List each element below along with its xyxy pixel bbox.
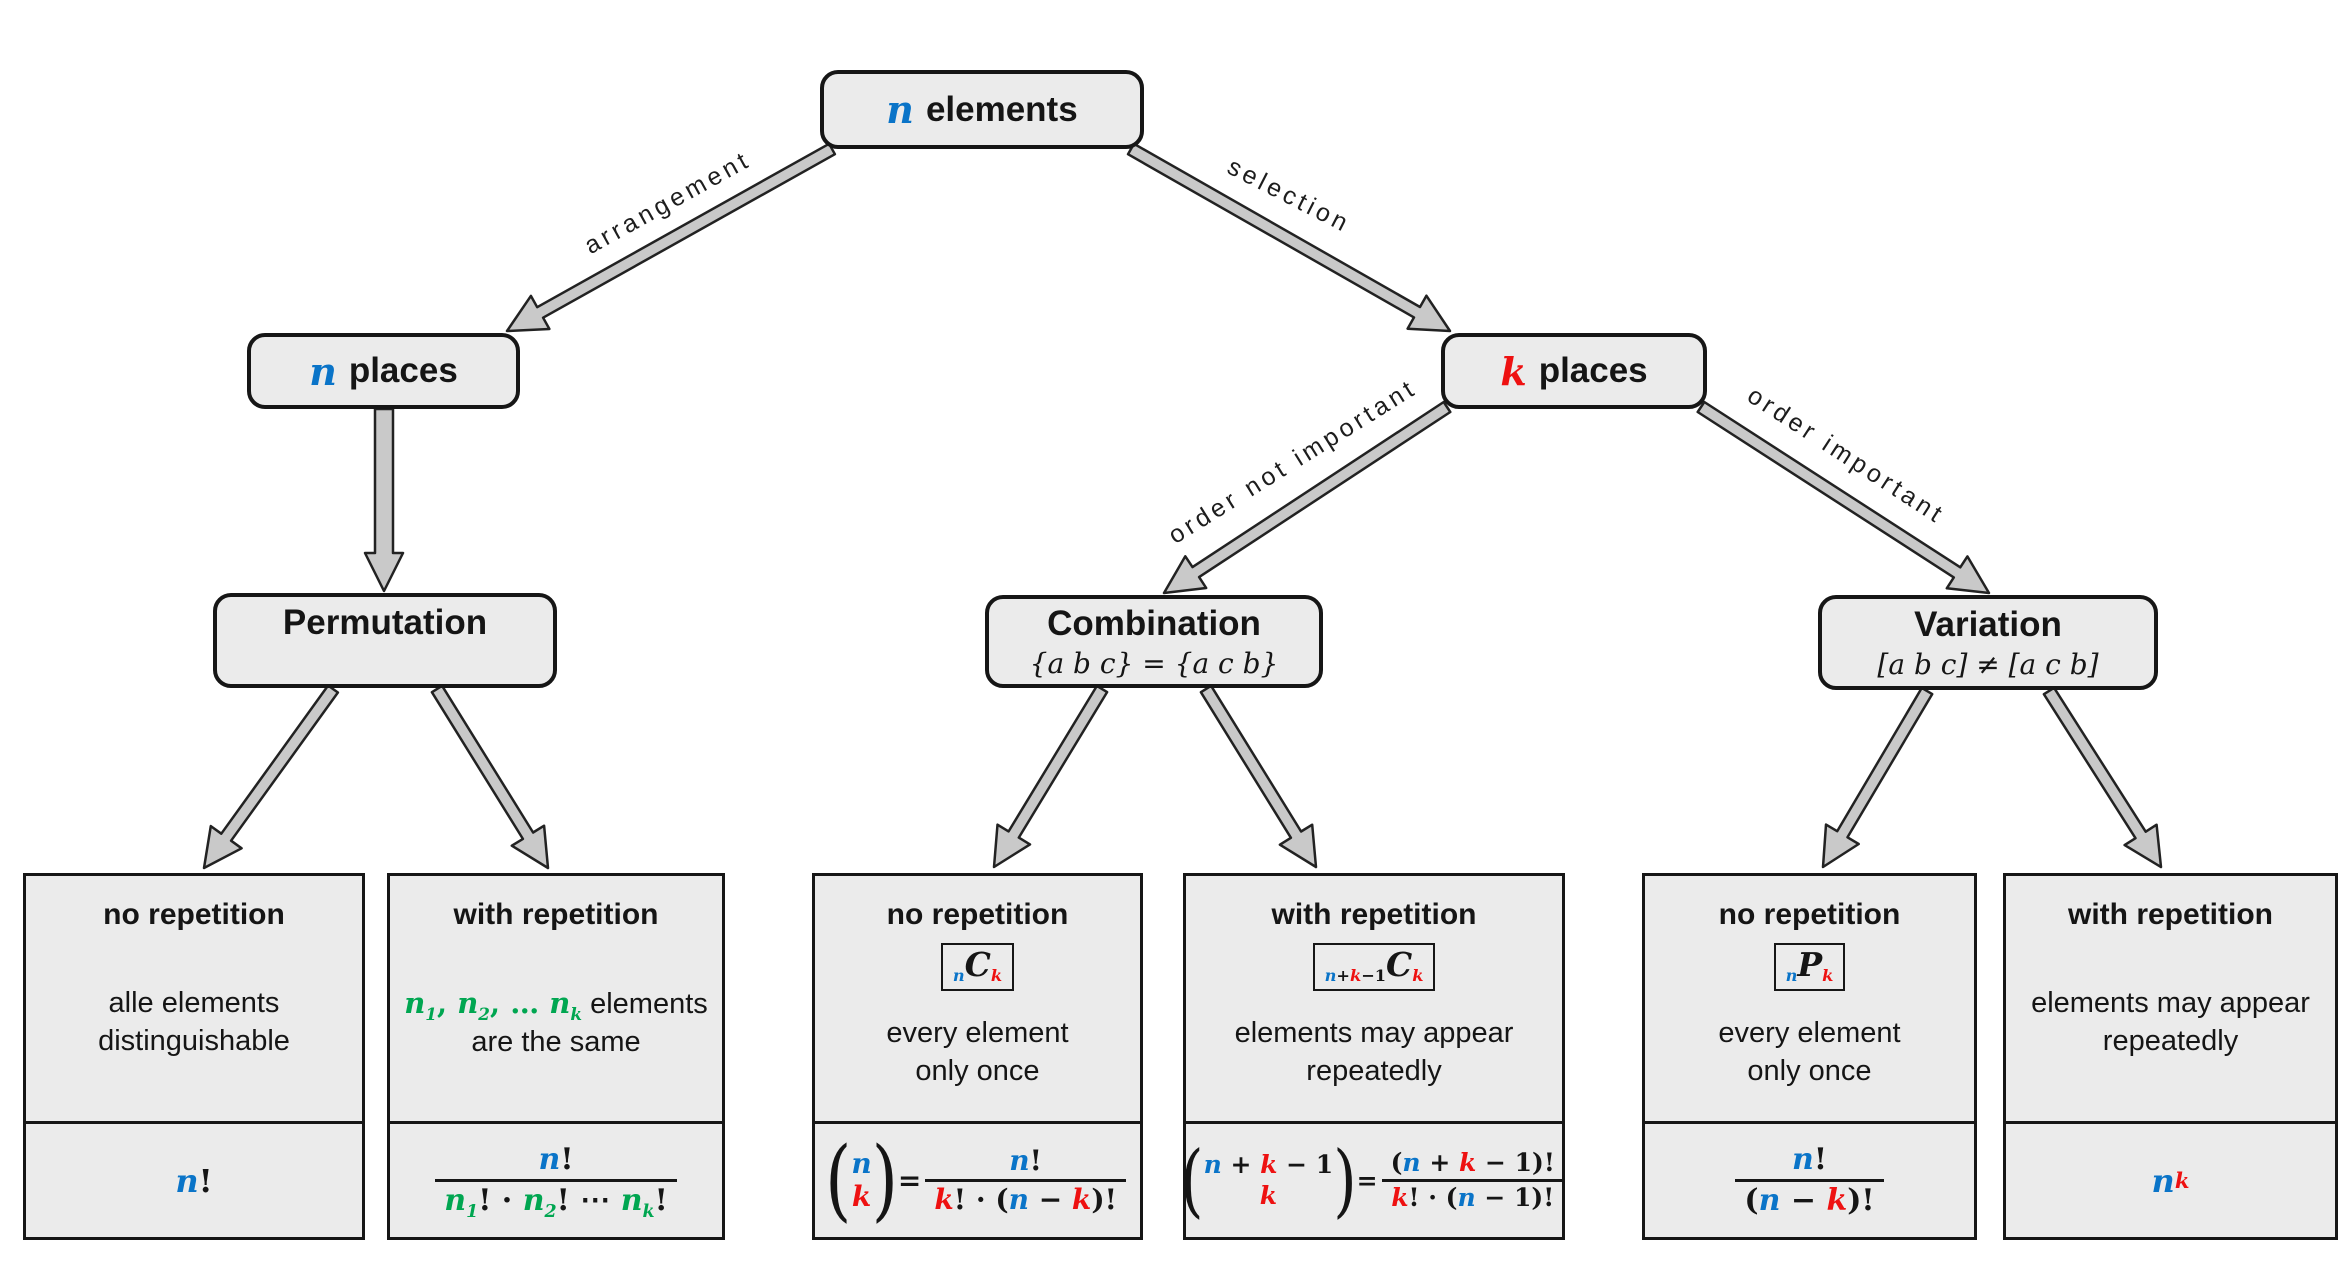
var-k: k [1500,348,1527,394]
node-permutation: Permutation [213,593,557,688]
node-combination: Combination {a b c} = {a c b} [985,595,1323,688]
arrow [2042,686,2163,869]
arrow [992,684,1109,869]
formula-badge: nPk [1773,943,1846,991]
category-title: Variation [1914,605,2062,645]
card-heading: no repetition [103,898,285,931]
node-variation: Variation [a b c] ≠ [a c b] [1818,595,2158,690]
card-heading: with repetition [1271,898,1477,931]
arrow [1199,684,1318,869]
arrow [430,684,550,870]
node-label: places [348,351,458,390]
node-label: places [1538,351,1648,390]
node-label: elements [925,89,1078,129]
category-title: Permutation [282,603,488,643]
arrow [202,684,340,870]
arrow [505,142,837,333]
formula-badge: nCk [940,943,1015,991]
card-heading: with repetition [453,898,659,931]
var-n: n [309,348,337,394]
category-subtitle: {a b c} = {a c b} [1029,646,1279,680]
card-formula: n!(n − k)! [1645,1121,1974,1237]
card-heading: no repetition [886,898,1069,931]
arrow [1821,686,1934,869]
formula-badge: n+k−1Ck [1312,943,1436,991]
arrow [1696,400,1991,595]
card-heading: with repetition [2068,898,2273,931]
card-formula: n! [26,1121,362,1237]
category-subtitle: [a b c] ≠ [a c b] [1877,647,2099,681]
arrow [1126,142,1452,333]
card-formula: n!n1! · n2! ⋯ nk! [390,1121,722,1237]
arrow [363,407,405,593]
var-n: n [886,87,914,132]
card-heading: no repetition [1718,898,1901,931]
card-combination-with-repetition: with repetition n+k−1Ck elements may app… [1180,873,1565,1240]
category-title: Combination [1047,604,1261,644]
arrow [1162,400,1452,595]
node-n-elements: n elements [820,70,1144,149]
